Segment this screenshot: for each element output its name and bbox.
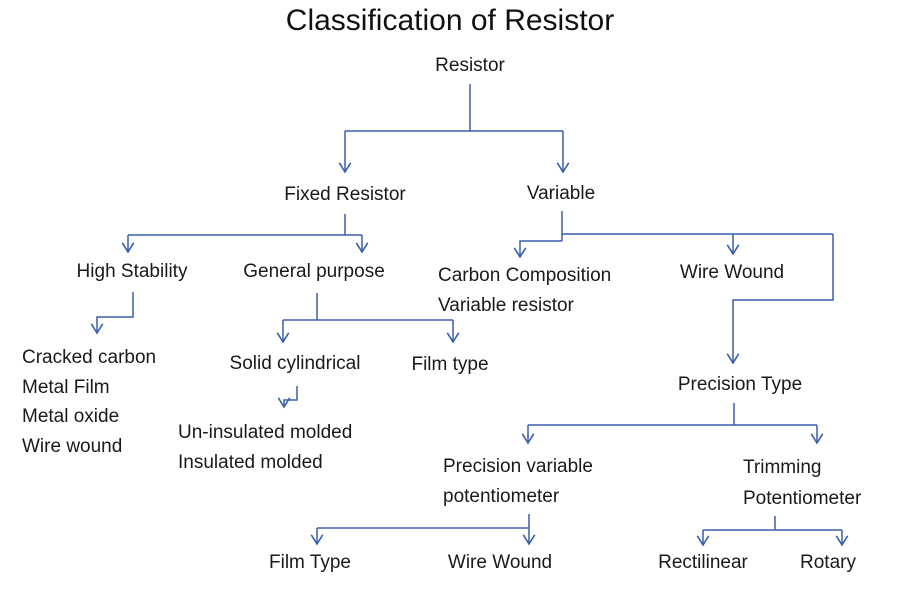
node-resistor: Resistor (435, 55, 505, 76)
node-molded-types: Un-insulated molded Insulated molded (178, 418, 352, 477)
edge-to-precision-type (726, 234, 834, 365)
node-film-type-precision: Film Type (268, 552, 352, 573)
edge-to-carbon-composition (513, 240, 562, 259)
node-rotary: Rotary (800, 552, 856, 573)
node-carbon-composition: Carbon Composition Variable resistor (438, 261, 611, 320)
node-trimming-line1: Trimming (743, 457, 822, 478)
edge-to-high-stability-types (90, 292, 134, 335)
edge-to-molded-types (277, 386, 298, 409)
node-carbon-composition-line1: Carbon Composition (438, 265, 612, 286)
node-film-type-general: Film type (411, 354, 489, 375)
node-un-insulated-molded: Un-insulated molded (178, 422, 353, 443)
node-wire-wound-precision: Wire Wound (447, 552, 553, 573)
node-variable: Variable (526, 183, 596, 204)
node-insulated-molded: Insulated molded (178, 451, 323, 473)
node-precision-variable-line2: potentiometer (443, 485, 560, 507)
node-precision-variable-line1: Precision variable (443, 456, 593, 477)
node-general-purpose: General purpose (243, 261, 385, 282)
node-metal-oxide: Metal oxide (22, 406, 120, 427)
diagram-title: Classification of Resistor (285, 4, 615, 37)
node-wire-wound-fixed: Wire wound (22, 435, 123, 457)
node-solid-cylindrical: Solid cylindrical (229, 353, 361, 374)
node-trimming-line2: Potentiometer (743, 488, 862, 509)
node-precision-type: Precision Type (677, 374, 803, 395)
node-high-stability-types: Cracked carbon Metal Film Metal oxide Wi… (22, 343, 156, 461)
node-fixed-resistor: Fixed Resistor (284, 184, 406, 205)
node-carbon-composition-line2: Variable resistor (438, 294, 574, 316)
node-high-stability: High Stability (76, 261, 188, 282)
node-wire-wound-variable: Wire Wound (679, 262, 785, 283)
node-precision-variable-potentiometer: Precision variable potentiometer (443, 452, 593, 511)
node-metal-film: Metal Film (22, 376, 110, 398)
node-trimming-potentiometer: Trimming Potentiometer (743, 452, 861, 514)
node-rectilinear: Rectilinear (658, 552, 748, 573)
node-cracked-carbon: Cracked carbon (22, 347, 157, 368)
